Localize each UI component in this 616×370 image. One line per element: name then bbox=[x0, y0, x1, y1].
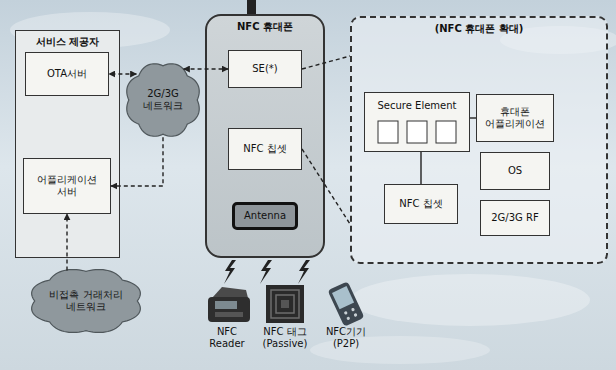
os-box: OS bbox=[480, 152, 550, 190]
connector-line bbox=[420, 152, 421, 184]
node-text: (NFC 휴대폰 확대) bbox=[352, 23, 606, 35]
node-text: NFC 칩셋 bbox=[399, 198, 442, 210]
node-text: 2G/3G 네트워크 bbox=[137, 88, 189, 112]
nfc-tag-figure bbox=[266, 285, 304, 323]
sky-cloud bbox=[350, 274, 590, 326]
node-text: SE(*) bbox=[252, 63, 277, 75]
node-text: NFC 칩셋 bbox=[243, 143, 286, 155]
provider-panel: 서비스 제공자 OTA서버어플리케이션 서버 bbox=[15, 30, 120, 258]
node-text: OS bbox=[508, 165, 522, 177]
device-label: NFC기기 (P2P) bbox=[314, 326, 378, 350]
lightning-symbol bbox=[298, 260, 310, 284]
server-box: OTA서버 bbox=[25, 52, 109, 96]
node-text: 2G/3G RF bbox=[491, 212, 538, 224]
node-text: Secure Element bbox=[365, 100, 469, 112]
connector-line bbox=[111, 137, 163, 186]
network-cloud: 2G/3G 네트워크 bbox=[123, 60, 203, 140]
chipset-box: NFC 칩셋 bbox=[384, 184, 458, 224]
node-text: Antenna bbox=[244, 210, 286, 222]
node-text: NFC 휴대폰 bbox=[207, 21, 323, 33]
connector-line bbox=[302, 56, 350, 69]
antenna-box: Antenna bbox=[232, 202, 298, 230]
node-text: 휴대폰 어플리케이션 bbox=[479, 106, 551, 130]
rf-box: 2G/3G RF bbox=[480, 200, 550, 236]
phone-body: NFC 휴대폰 SE(*) NFC 칩셋 Antenna bbox=[205, 14, 325, 258]
connector-line bbox=[302, 149, 350, 224]
nfc-reader-figure bbox=[208, 287, 250, 322]
node-text: 서비스 제공자 bbox=[16, 36, 119, 48]
secure-element-box: SE(*) bbox=[228, 50, 302, 88]
secure-element-slots bbox=[378, 121, 456, 143]
cloud-shape bbox=[32, 270, 141, 333]
node-text: 비접촉 거래처리 네트워크 bbox=[41, 289, 131, 313]
nfc-device-figure bbox=[328, 281, 365, 327]
connector-line bbox=[66, 214, 67, 270]
device-label: NFC Reader bbox=[198, 326, 256, 350]
connector-line bbox=[109, 73, 136, 74]
device-label: NFC 태그 (Passive) bbox=[256, 326, 314, 350]
cloud-shape bbox=[127, 64, 199, 136]
network-cloud: 비접촉 거래처리 네트워크 bbox=[27, 266, 145, 336]
connector-line bbox=[184, 68, 228, 69]
lightning-symbol bbox=[260, 260, 272, 284]
app-box: 휴대폰 어플리케이션 bbox=[476, 94, 554, 142]
lightning-symbol bbox=[224, 260, 236, 284]
node-text: 어플리케이션 서버 bbox=[26, 174, 108, 198]
node-text: OTA서버 bbox=[47, 68, 87, 80]
server-box: 어플리케이션 서버 bbox=[23, 158, 111, 214]
chipset-box: NFC 칩셋 bbox=[228, 128, 302, 170]
connector-line bbox=[470, 117, 476, 118]
